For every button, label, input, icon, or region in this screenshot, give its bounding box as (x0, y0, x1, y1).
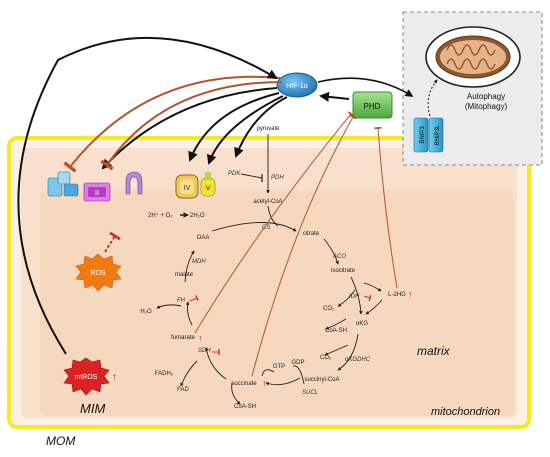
akg-label: αKG (356, 321, 368, 327)
cs-label: CS (262, 225, 270, 231)
coash-a-label: CoA-SH (325, 328, 347, 334)
co2-b-label: CO₂ (320, 355, 332, 361)
malate-label: malate (175, 272, 194, 278)
hif1a-label: HIF-1α (286, 83, 308, 90)
succinate-label: succinate (231, 381, 257, 387)
complex-i: I (47, 171, 79, 197)
complex-iii-label: III (131, 183, 136, 189)
succinyl-coa-label: succinyl-CoA (304, 377, 339, 383)
mtros-to-hif-arrow (17, 36, 278, 355)
citrate-label: citrate (303, 231, 320, 237)
gdp-label: GDP (291, 360, 304, 366)
tca-cycle (156, 205, 383, 405)
fadh2-label: FADH₂ (155, 371, 174, 377)
mim-label: MIM (80, 401, 105, 416)
mom-label: MOM (46, 434, 75, 448)
mitochondrion-label: mitochondrion (431, 406, 500, 418)
hif-to-pdk-arrow (234, 96, 288, 158)
pdk-inhibits-pdh (240, 173, 263, 179)
gtp-label: GTP (273, 364, 285, 370)
autophagy-label-line2: (Mitophagy) (465, 102, 508, 111)
aco-label: ACO (332, 254, 346, 260)
complex-ii: II (83, 182, 111, 202)
phd-node: PHD (352, 91, 393, 119)
co2-a-label: CO₂ (323, 306, 335, 312)
ros-label: ROS (90, 270, 106, 277)
mtros-burst-icon: mtROS (63, 357, 110, 396)
bnip3l-label: BNIP3L (435, 124, 441, 145)
fumarate-inhibits-phd (194, 111, 355, 334)
ros-inhibition (104, 231, 121, 253)
hif-to-complex-ii-arrow (101, 87, 278, 170)
hif-inhibits-complex-i (63, 75, 281, 173)
reaction-left: 2H⁺ + O₂ (148, 212, 173, 219)
hif-phd-arrow (319, 91, 350, 102)
complex-v-label: V (206, 185, 211, 192)
phd-label: PHD (364, 102, 381, 111)
succinate-up-arrow: ↑ (262, 378, 267, 388)
mtros-up-arrow: ↑ (112, 372, 117, 383)
pdh-label: PDH (271, 175, 284, 181)
matrix-area (40, 190, 513, 416)
acetyl-coa-label: acetyl-CoA (253, 199, 282, 205)
h2o-label: H₂O (140, 309, 152, 315)
pdk-label: PDK (228, 171, 241, 177)
complex-ii-label: II (95, 190, 99, 197)
fumarate-label: fumarate (171, 335, 195, 341)
matrix-label: matrix (417, 344, 451, 358)
mtros-label: mtROS (75, 374, 98, 381)
bnip3-label: BNIP3 (420, 126, 426, 144)
l2hg-inhibits-phd (374, 126, 398, 289)
l2hg-label: L-2HG (388, 292, 406, 298)
bnip3l-receptor: BNIP3L (428, 117, 444, 153)
pyruvate-label: pyruvate (256, 126, 280, 132)
autophagy-label-line1: Autophagy (467, 92, 505, 101)
oaa-label: OAA (197, 235, 210, 241)
fh-inhibit (189, 294, 199, 302)
reaction-right: 2H₂O (190, 213, 205, 219)
fad-label: FAD (177, 387, 189, 393)
complex-v: V (200, 172, 216, 197)
fh-label: FH (177, 298, 186, 304)
complex-iv: IV (175, 174, 199, 199)
hif-to-complex-iv-arrow (188, 92, 280, 162)
sdh-label: SDH (198, 348, 211, 354)
sucl-label: SUCL (302, 390, 318, 396)
hif-to-complex-v-arrow (206, 95, 284, 165)
akgdhc-label: αKGDHC (345, 357, 371, 363)
l2hg-up-arrow: ↑ (408, 289, 413, 299)
complex-iii: III (125, 171, 143, 195)
idh-inhibit (363, 294, 372, 302)
bnip3-receptor: BNIP3 (413, 117, 429, 153)
hif-inhibits-complex-ii (100, 81, 283, 171)
idh-label: IDH (349, 294, 360, 300)
coash-b-label: CoA-SH (234, 404, 256, 410)
isocitrate-label: isocitrate (331, 268, 356, 274)
complex-i-label: I (62, 187, 64, 194)
complex-iv-label: IV (184, 185, 191, 192)
hif1a-node: HIF-1α (276, 72, 318, 98)
hif-to-autophagy-arrow (317, 77, 414, 97)
mdh-label: MDH (192, 259, 206, 265)
fumarate-up-arrow: ↑ (198, 333, 203, 343)
ros-burst-icon: ROS (75, 253, 122, 292)
mitochondrion-icon (425, 26, 521, 88)
succinate-inhibits-phd (251, 114, 357, 377)
